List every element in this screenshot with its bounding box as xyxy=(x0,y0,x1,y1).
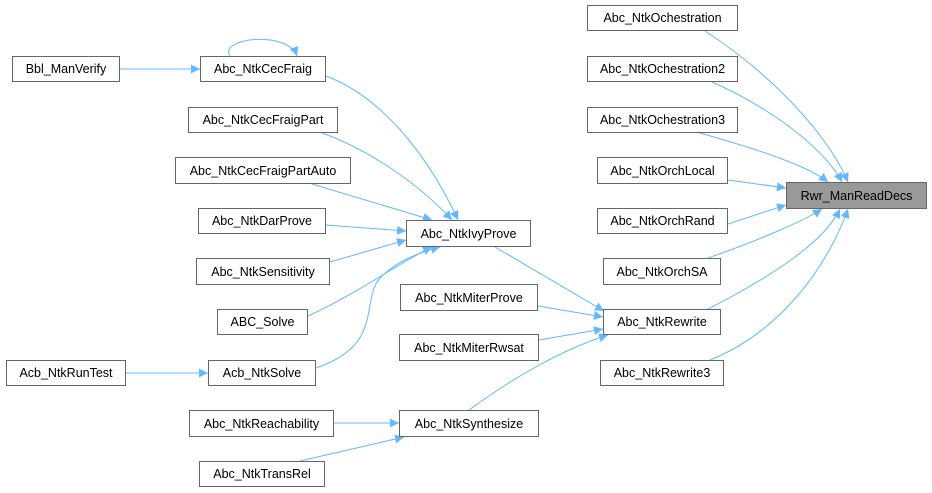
node-abc-ntkochestration3[interactable]: Abc_NtkOchestration3 xyxy=(587,107,738,133)
node-abc-ntkcecfraigpartauto[interactable]: Abc_NtkCecFraigPartAuto xyxy=(175,157,351,184)
edge-miterrwsat-to-rewrite xyxy=(538,326,604,341)
node-abc-ntksensitivity[interactable]: Abc_NtkSensitivity xyxy=(196,258,330,285)
edge-cecfraigpartauto-to-ivyprove xyxy=(311,183,433,222)
edge-synthesize-to-rewrite xyxy=(468,333,609,411)
node-abc-solve[interactable]: ABC_Solve xyxy=(217,309,308,335)
node-abc-ntktransrel[interactable]: Abc_NtkTransRel xyxy=(199,461,325,487)
node-abc-ntkorchsa[interactable]: Abc_NtkOrchSA xyxy=(603,258,721,285)
node-abc-ntkmiterrwsat[interactable]: Abc_NtkMiterRwsat xyxy=(399,334,539,361)
edge-orchrand-to-readdecs xyxy=(727,203,787,225)
edge-orchsa-to-readdecs xyxy=(707,208,823,259)
node-abc-ntkorchrand[interactable]: Abc_NtkOrchRand xyxy=(597,208,728,234)
edge-sensitivity-to-ivyprove xyxy=(329,238,407,263)
edge-rewrite3-to-readdecs xyxy=(709,208,850,361)
node-bbl-manverify[interactable]: Bbl_ManVerify xyxy=(12,56,120,82)
edge-miterprove-to-rewrite xyxy=(537,305,604,320)
node-abc-ntkorchlocal[interactable]: Abc_NtkOrchLocal xyxy=(597,157,728,184)
node-rwr-manreaddecs-focus: Rwr_ManReadDecs xyxy=(786,182,927,209)
node-abc-ntkrewrite[interactable]: Abc_NtkRewrite xyxy=(603,309,721,335)
node-abc-ntkcecfraigpart[interactable]: Abc_NtkCecFraigPart xyxy=(188,107,338,133)
node-abc-ntkreachability[interactable]: Abc_NtkReachability xyxy=(189,410,334,437)
edge-darprove-to-ivyprove xyxy=(325,224,407,235)
node-abc-ntkdarprove[interactable]: Abc_NtkDarProve xyxy=(198,208,326,234)
node-acb-ntksolve[interactable]: Acb_NtkSolve xyxy=(208,360,316,386)
node-abc-ntkrewrite3[interactable]: Abc_NtkRewrite3 xyxy=(600,360,724,386)
node-abc-ntkcecfraig[interactable]: Abc_NtkCecFraig xyxy=(200,56,326,82)
edge-rewrite-to-readdecs xyxy=(707,208,841,310)
node-abc-ntksynthesize[interactable]: Abc_NtkSynthesize xyxy=(399,410,539,437)
node-acb-ntkruntest[interactable]: Acb_NtkRunTest xyxy=(6,360,126,386)
edge-ivyprove-to-rewrite xyxy=(494,246,605,312)
edge-cecfraig-self-loop xyxy=(228,38,299,57)
edge-ochestration2-to-readdecs xyxy=(711,81,843,183)
node-abc-ntkochestration[interactable]: Abc_NtkOchestration xyxy=(587,5,738,31)
node-abc-ntkivyprove[interactable]: Abc_NtkIvyProve xyxy=(406,220,531,247)
edge-acbsolve-to-ivyprove xyxy=(315,244,441,369)
edge-ochestration-to-readdecs xyxy=(704,30,849,183)
edge-ochestration3-to-readdecs xyxy=(699,132,829,183)
node-abc-ntkmiterprove[interactable]: Abc_NtkMiterProve xyxy=(400,284,538,311)
edge-cecfraigpart-to-ivyprove xyxy=(321,132,453,221)
node-abc-ntkochestration2[interactable]: Abc_NtkOchestration2 xyxy=(587,56,738,82)
edge-orchlocal-to-readdecs xyxy=(727,179,787,192)
edge-transrel-to-synthesize xyxy=(299,434,405,462)
edge-cecfraig-to-ivyprove xyxy=(325,75,459,221)
